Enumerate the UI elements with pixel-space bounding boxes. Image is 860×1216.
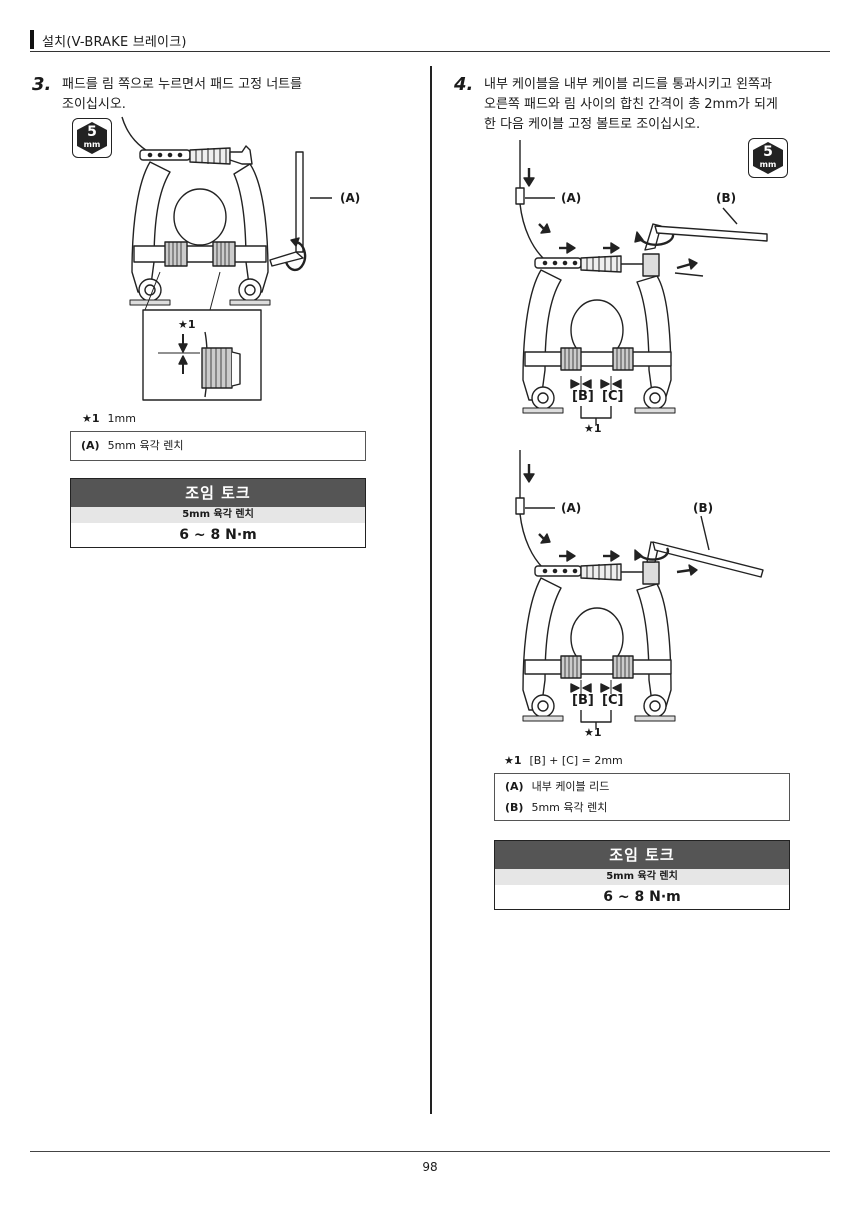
step3-brake-illustration	[121, 116, 332, 401]
step4-number: 4.	[454, 74, 474, 95]
legend-row: (B) 5mm 육각 렌치	[495, 797, 789, 818]
torque-tool: 5mm 육각 렌치	[71, 507, 365, 523]
step3-number: 3.	[32, 74, 52, 95]
step3-note: ★1 1mm	[82, 412, 136, 425]
step4-top-callout-a: (A)	[561, 191, 582, 205]
step3-callout-a: (A)	[340, 191, 361, 205]
legend-text: 내부 케이블 리드	[531, 780, 610, 793]
page-number: 98	[422, 1160, 438, 1174]
step3-zoom-star-label: ★1	[178, 318, 196, 331]
step4-line1: 내부 케이블을 내부 케이블 리드를 통과시키고 왼쪽과	[484, 77, 772, 92]
step4-line3: 한 다음 케이블 고정 볼트로 조이십시오.	[484, 117, 701, 132]
step4-bottom-callout-b: (B)	[693, 501, 714, 515]
footer-rule	[30, 1151, 830, 1152]
note-text: [B] + [C] = 2mm	[529, 754, 623, 767]
step4-bottom-gap-b: [B]	[572, 693, 594, 708]
step3-tool-badge: 5 mm	[72, 118, 112, 158]
step3-line2: 조이십시오.	[62, 97, 126, 112]
step4-bottom-gap-c: [C]	[602, 693, 624, 708]
step4-note: ★1 [B] + [C] = 2mm	[504, 754, 623, 767]
step4-line2: 오른쪽 패드와 림 사이의 합친 간격이 총 2mm가 되게	[484, 97, 778, 112]
tool-size-unit: mm	[759, 160, 777, 169]
torque-title: 조임 토크	[71, 479, 365, 507]
step4-top-gap-b: [B]	[572, 389, 594, 404]
torque-tool: 5mm 육각 렌치	[495, 869, 789, 885]
step4-legend: (A) 내부 케이블 리드 (B) 5mm 육각 렌치	[494, 773, 790, 821]
legend-row: (A) 5mm 육각 렌치	[71, 432, 365, 460]
legend-text: 5mm 육각 렌치	[531, 801, 608, 814]
torque-value: 6 ~ 8 N·m	[603, 889, 681, 905]
hex-wrench-size-icon: 5 mm	[77, 122, 107, 154]
step4-tool-badge: 5 mm	[748, 138, 788, 178]
tool-size-number: 5	[87, 124, 97, 140]
legend-row: (A) 내부 케이블 리드	[495, 776, 789, 797]
torque-title: 조임 토크	[495, 841, 789, 869]
tool-size-number: 5	[763, 144, 773, 160]
step4-torque-table: 조임 토크 5mm 육각 렌치 6 ~ 8 N·m	[494, 840, 790, 910]
step3-legend: (A) 5mm 육각 렌치	[70, 431, 366, 461]
legend-key: (A)	[81, 439, 100, 452]
step4-brake-illustration-bottom	[515, 450, 764, 728]
step4-top-star-label: ★1	[584, 422, 602, 435]
legend-key: (A)	[505, 780, 524, 793]
note-mark: ★1	[504, 754, 522, 767]
page-header: 설치(V-BRAKE 브레이크)	[30, 30, 830, 52]
step4-top-callout-b: (B)	[716, 191, 737, 205]
legend-key: (B)	[505, 801, 524, 814]
step4-instruction: 내부 케이블을 내부 케이블 리드를 통과시키고 왼쪽과 오른쪽 패드와 림 사…	[484, 75, 778, 135]
note-text: 1mm	[107, 412, 136, 425]
column-divider	[430, 66, 432, 1114]
step4-bottom-callout-a: (A)	[561, 501, 582, 515]
note-mark: ★1	[82, 412, 100, 425]
step4-bottom-star-label: ★1	[584, 726, 602, 739]
legend-text: 5mm 육각 렌치	[107, 439, 184, 452]
step3-instruction: 패드를 림 쪽으로 누르면서 패드 고정 너트를 조이십시오.	[62, 75, 302, 115]
step3-line1: 패드를 림 쪽으로 누르면서 패드 고정 너트를	[62, 77, 303, 92]
header-marker	[30, 30, 34, 49]
torque-value: 6 ~ 8 N·m	[179, 527, 257, 543]
step4-top-gap-c: [C]	[602, 389, 624, 404]
step3-torque-table: 조임 토크 5mm 육각 렌치 6 ~ 8 N·m	[70, 478, 366, 548]
header-title: 설치(V-BRAKE 브레이크)	[42, 35, 187, 50]
tool-size-unit: mm	[83, 140, 101, 149]
step4-brake-illustration-top	[515, 140, 768, 424]
